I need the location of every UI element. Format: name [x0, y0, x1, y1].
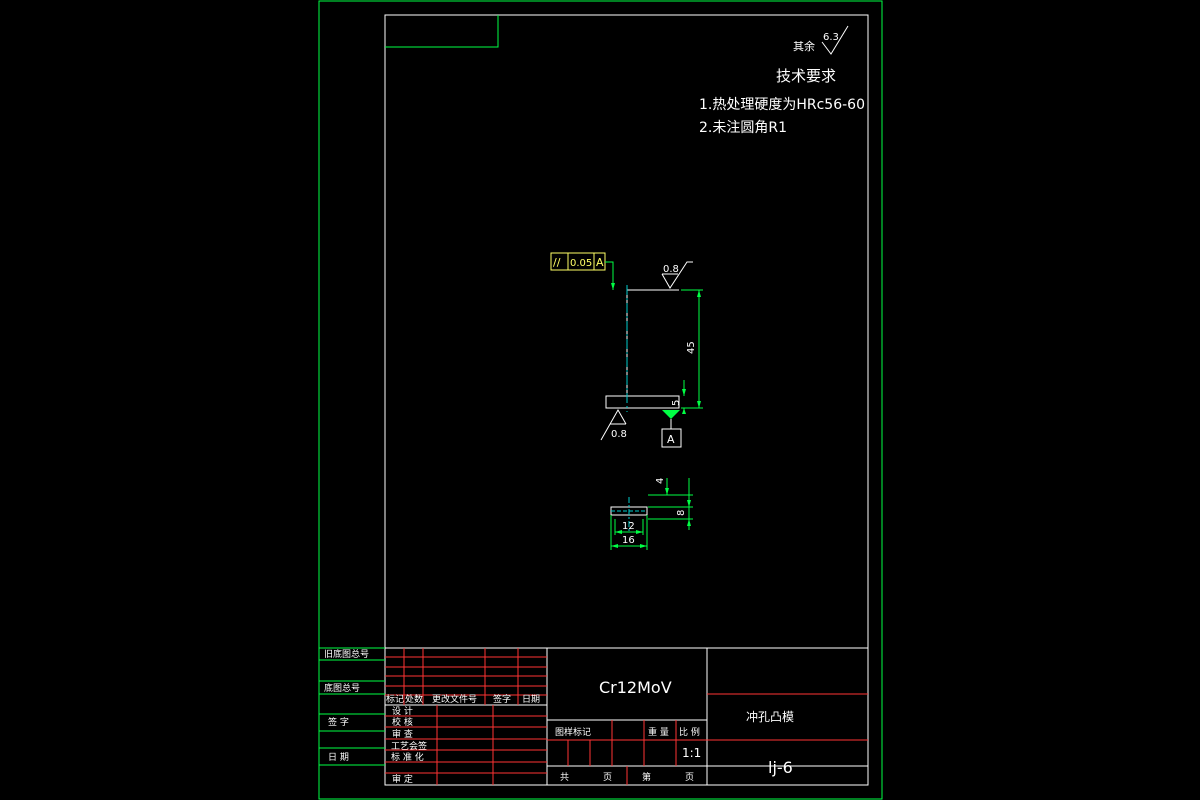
- datum-label: A: [667, 433, 675, 446]
- sheet-no-suffix: 页: [685, 772, 694, 783]
- material: Cr12MoV: [599, 678, 672, 697]
- weight-label: 重 量: [648, 726, 669, 738]
- dimension-45: [681, 289, 703, 409]
- part-name: 冲孔凸模: [746, 709, 794, 724]
- drawing-number: lj-6: [768, 758, 793, 777]
- dimension-5: [682, 380, 686, 414]
- datum-marker: A: [661, 410, 682, 448]
- dimension-overall-height: 45: [686, 341, 697, 354]
- signature-row-check: 校 核: [392, 716, 413, 728]
- surface-finish-prefix: 其余: [793, 39, 815, 53]
- revision-header-count: 处数: [405, 693, 423, 705]
- dimension-head-height: 5: [671, 400, 682, 406]
- dimension-detail-top: 4: [655, 478, 666, 484]
- requirement-item-1: 1.热处理硬度为HRc56-60: [699, 97, 865, 113]
- roughness-top-icon: [661, 261, 693, 289]
- leader-line: [605, 261, 614, 290]
- leader-arrow-icon: [611, 283, 615, 290]
- signature-row-approve: 审 定: [392, 773, 413, 785]
- tolerance-frame: // 0.05 A: [550, 252, 615, 290]
- scale-value: 1:1: [682, 746, 701, 760]
- sheet-total-suffix: 页: [603, 772, 612, 783]
- tolerance-value: 0.05: [570, 258, 592, 269]
- technical-requirements-heading: 技术要求: [776, 67, 836, 85]
- left-strip: 旧底图总号 底图总号 签 字 日 期: [319, 647, 385, 766]
- dimension-detail-height: 8: [676, 510, 687, 516]
- technical-requirements: 技术要求 1.热处理硬度为HRc56-60 2.未注圆角R1: [699, 67, 865, 136]
- signature-row-review: 审 查: [392, 728, 413, 740]
- sheet-total-label: 共: [560, 772, 569, 783]
- tolerance-datum: A: [596, 256, 604, 269]
- dimension-detail-inner-width: 12: [622, 521, 635, 532]
- roughness-symbol-icon: [821, 25, 849, 55]
- revision-header-sign: 签字: [493, 693, 511, 705]
- scale-label: 比 例: [679, 726, 700, 738]
- surface-finish-value: 6.3: [823, 32, 839, 43]
- revision-header-doc: 更改文件号: [432, 693, 477, 705]
- left-strip-label-2: 底图总号: [324, 682, 360, 694]
- signature-row-design: 设 计: [392, 705, 413, 717]
- main-view: // 0.05 A 0.8 0.8 A: [550, 252, 703, 448]
- roughness-bottom-icon: [600, 408, 627, 441]
- signature-row-standard: 标 准 化: [391, 751, 424, 763]
- datum-triangle-icon: [662, 410, 680, 419]
- left-strip-label-4: 日 期: [328, 752, 349, 763]
- signature-row-process: 工艺会签: [391, 740, 427, 752]
- left-strip-label-1: 旧底图总号: [324, 648, 369, 660]
- sheet-no-label: 第: [642, 771, 651, 783]
- dimension-detail-outer-width: 16: [622, 535, 635, 546]
- detail-view: 4 8 12 16: [610, 478, 693, 550]
- roughness-bottom-value: 0.8: [611, 429, 627, 440]
- title-block: 标记 处数 更改文件号 签字 日期 设 计 校 核 审 查 工艺会签 标 准 化…: [385, 647, 868, 785]
- roughness-top: 0.8: [661, 261, 693, 289]
- left-strip-label-3: 签 字: [328, 716, 349, 728]
- parallelism-symbol-icon: //: [553, 256, 561, 269]
- revision-header-date: 日期: [522, 694, 540, 705]
- part-outline: [605, 289, 680, 409]
- stage-label: 图样标记: [555, 726, 591, 738]
- roughness-top-value: 0.8: [663, 264, 679, 275]
- surface-finish-note: 其余 6.3: [793, 25, 849, 55]
- revision-header-mark: 标记: [386, 693, 404, 705]
- roughness-bottom: 0.8: [600, 408, 627, 441]
- requirement-item-2: 2.未注圆角R1: [699, 120, 787, 136]
